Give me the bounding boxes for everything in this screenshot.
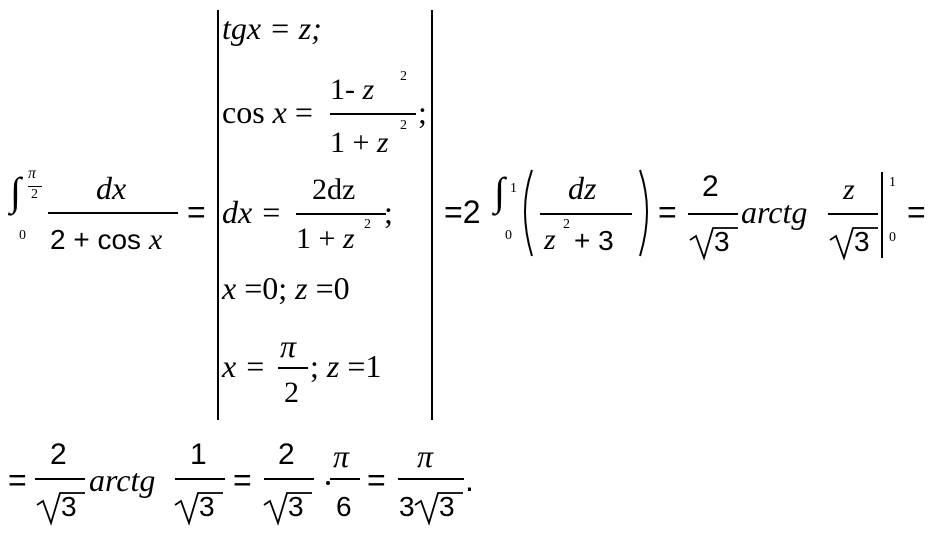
line2-frac1-bar — [35, 478, 85, 480]
line2-arctg: arctg — [89, 462, 156, 498]
integral-lower-limit: 0 — [19, 228, 26, 243]
rhs-coefficient: =2 — [444, 194, 481, 230]
sub-x-eq: x = — [222, 348, 266, 384]
line2-frac2-sqrt3: 3 — [199, 491, 215, 522]
sub-x0-line: x =0; z =0 — [222, 270, 350, 306]
sub-dx-lhs: dx = — [222, 194, 282, 230]
sub-pi-denominator: 2 — [284, 376, 299, 409]
sub-z1: ; z =1 — [310, 348, 382, 384]
sub-tg-line: tgx = z; — [222, 10, 322, 46]
sub-cos-denominator: 1 + z — [330, 126, 389, 159]
integral-upper-pi: π — [28, 165, 37, 182]
integral-upper-fraction-bar — [28, 186, 42, 187]
line2-frac3-sqrt3: 3 — [288, 491, 304, 522]
line2-frac2-bar — [175, 478, 225, 480]
frac-2-bar — [688, 213, 738, 215]
sub-pi-numerator: π — [280, 328, 297, 364]
lhs-numerator: dx — [96, 170, 127, 206]
line2-frac3-bar — [264, 478, 314, 480]
equals-trailing: = — [907, 194, 926, 230]
sub-cos-num-exp: 2 — [400, 69, 407, 84]
line2-frac5-den3: 3 — [399, 491, 415, 522]
line2-equals-1: = — [8, 462, 27, 498]
equals-2: = — [658, 194, 677, 230]
frac-2-numerator: 2 — [702, 170, 719, 203]
sub-dx-fraction-bar — [296, 213, 386, 215]
integral2-upper: 1 — [510, 181, 517, 196]
rhs-den-exp: 2 — [563, 217, 570, 232]
line2-frac4-pi: π — [333, 438, 350, 474]
sub-dx-numerator: 2dz — [312, 173, 356, 206]
integral-upper-den: 2 — [31, 187, 38, 202]
line2-frac1-numerator: 2 — [50, 438, 67, 471]
rhs-numerator: dz — [568, 170, 597, 206]
line2-equals-3: = — [367, 462, 386, 498]
sub-cos-lhs: cos x = — [222, 94, 313, 130]
line2-frac3-numerator: 2 — [278, 438, 295, 471]
equals-1: = — [187, 194, 206, 230]
rhs-den-rest: + 3 — [574, 225, 614, 256]
arctg-arg-z: z — [843, 173, 855, 206]
lhs-fraction-bar — [48, 212, 178, 214]
eval-upper: 1 — [889, 175, 896, 190]
line2-frac5-sqrt3: 3 — [439, 491, 455, 522]
substitution-left-bar — [217, 10, 219, 420]
evaluation-bar — [881, 172, 883, 258]
sub-cos-semicolon: ; — [418, 94, 427, 130]
line2-frac5-bar — [398, 478, 464, 480]
sub-dx-semicolon: ; — [384, 194, 393, 230]
line2-frac4-six: 6 — [336, 491, 352, 522]
arctg-arg-sqrt3: 3 — [854, 226, 870, 257]
integral-sign-1: ∫ — [10, 169, 21, 214]
line2-equals-2: = — [233, 462, 252, 498]
sub-pi-fraction-bar — [278, 367, 308, 369]
integral2-lower: 0 — [505, 228, 512, 243]
eval-lower: 0 — [889, 230, 896, 245]
frac-2-sqrt3: 3 — [714, 226, 730, 257]
sub-dx-den-exp: 2 — [364, 217, 371, 232]
sub-cos-den-exp: 2 — [400, 118, 407, 133]
arctg-arg-bar — [828, 213, 878, 215]
line2-frac1-sqrt3: 3 — [61, 491, 77, 522]
sub-dx-denominator: 1 + z — [296, 222, 355, 255]
arctg-1: arctg — [741, 194, 808, 230]
sub-cos-fraction-bar — [330, 113, 416, 115]
line2-period: . — [465, 462, 474, 498]
line2-frac2-numerator: 1 — [190, 438, 207, 471]
rhs-den-z: z — [544, 223, 556, 256]
line2-frac5-pi: π — [417, 438, 434, 474]
sub-cos-numerator: 1- z — [330, 73, 375, 106]
lhs-denominator: 2 + cos x — [50, 223, 163, 256]
line2-frac4-bar — [330, 478, 360, 480]
substitution-right-bar — [431, 10, 433, 420]
rhs-fraction-bar — [540, 213, 632, 215]
integral-sign-2: ∫ — [494, 169, 505, 214]
